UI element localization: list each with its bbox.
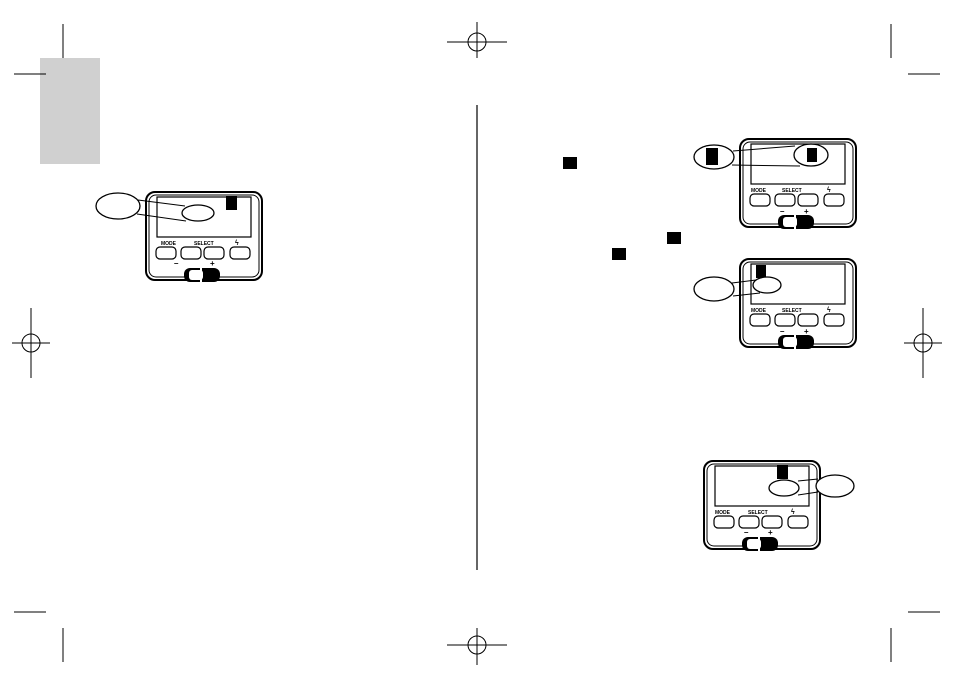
minus-label: – bbox=[174, 259, 179, 268]
mode-label: MODE bbox=[161, 241, 177, 247]
indicator-square bbox=[612, 248, 626, 260]
crosshair-circle-icon bbox=[447, 628, 507, 665]
crop-marks bbox=[14, 24, 940, 662]
select-label: SELECT bbox=[194, 241, 214, 247]
device-illustration-4: MODE SELECT – + ϟ bbox=[703, 460, 821, 552]
mode-label: MODE bbox=[751, 308, 767, 314]
callout-bubble bbox=[95, 192, 141, 220]
minus-label: – bbox=[780, 327, 785, 336]
minus-label: – bbox=[744, 528, 749, 537]
mode-label: MODE bbox=[715, 510, 731, 516]
crosshair-circle-icon bbox=[904, 308, 942, 378]
lightning-bolt-icon: ϟ bbox=[791, 509, 795, 516]
select-label: SELECT bbox=[748, 510, 768, 516]
lightning-bolt-icon: ϟ bbox=[827, 307, 831, 314]
callout-bubble bbox=[693, 276, 735, 302]
gray-thumb-tab bbox=[40, 58, 100, 164]
plus-label: + bbox=[210, 259, 215, 268]
device-illustration-2: MODE SELECT – + ϟ bbox=[739, 138, 857, 230]
minus-label: – bbox=[780, 207, 785, 216]
select-label: SELECT bbox=[782, 188, 802, 194]
plus-label: + bbox=[804, 327, 809, 336]
callout-bubble bbox=[815, 474, 855, 498]
lightning-bolt-icon: ϟ bbox=[827, 187, 831, 194]
device-illustration-3: MODE SELECT – + ϟ bbox=[739, 258, 857, 350]
lightning-bolt-icon: ϟ bbox=[235, 240, 239, 247]
plus-label: + bbox=[804, 207, 809, 216]
mode-label: MODE bbox=[751, 188, 767, 194]
crosshair-circle-icon bbox=[447, 22, 507, 58]
indicator-square bbox=[667, 232, 681, 244]
select-label: SELECT bbox=[782, 308, 802, 314]
device-illustration-1: MODE SELECT – + ϟ bbox=[145, 191, 263, 283]
crosshair-circle-icon bbox=[12, 308, 50, 378]
indicator-square bbox=[563, 157, 577, 169]
plus-label: + bbox=[768, 528, 773, 537]
